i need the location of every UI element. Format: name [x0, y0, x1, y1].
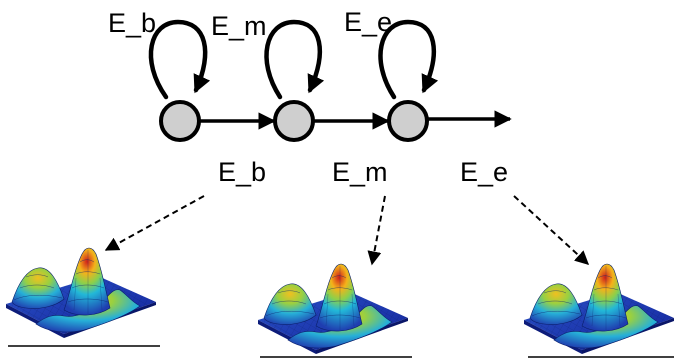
self-loop-m — [264, 19, 325, 100]
emission-label-m: E_m — [332, 157, 388, 187]
self-loop-e — [378, 19, 439, 100]
emission-arrow-e — [513, 195, 590, 265]
state-node-m — [273, 100, 315, 142]
emission-surface-plot-b — [5, 247, 157, 339]
loop-label-b: E_b — [108, 8, 156, 38]
self-loop-b — [148, 19, 211, 100]
state-node-e — [387, 100, 429, 142]
loop-label-e: E_e — [344, 7, 392, 37]
emission-surface-plot-e — [523, 263, 675, 355]
emission-label-b: E_b — [218, 157, 266, 187]
emission-surface-plot-m — [257, 263, 409, 355]
emission-arrow-b — [104, 195, 205, 251]
loop-label-m: E_m — [211, 11, 267, 41]
emission-arrow-m — [367, 195, 386, 266]
emission-label-e: E_e — [460, 157, 508, 187]
state-node-b — [159, 100, 201, 142]
